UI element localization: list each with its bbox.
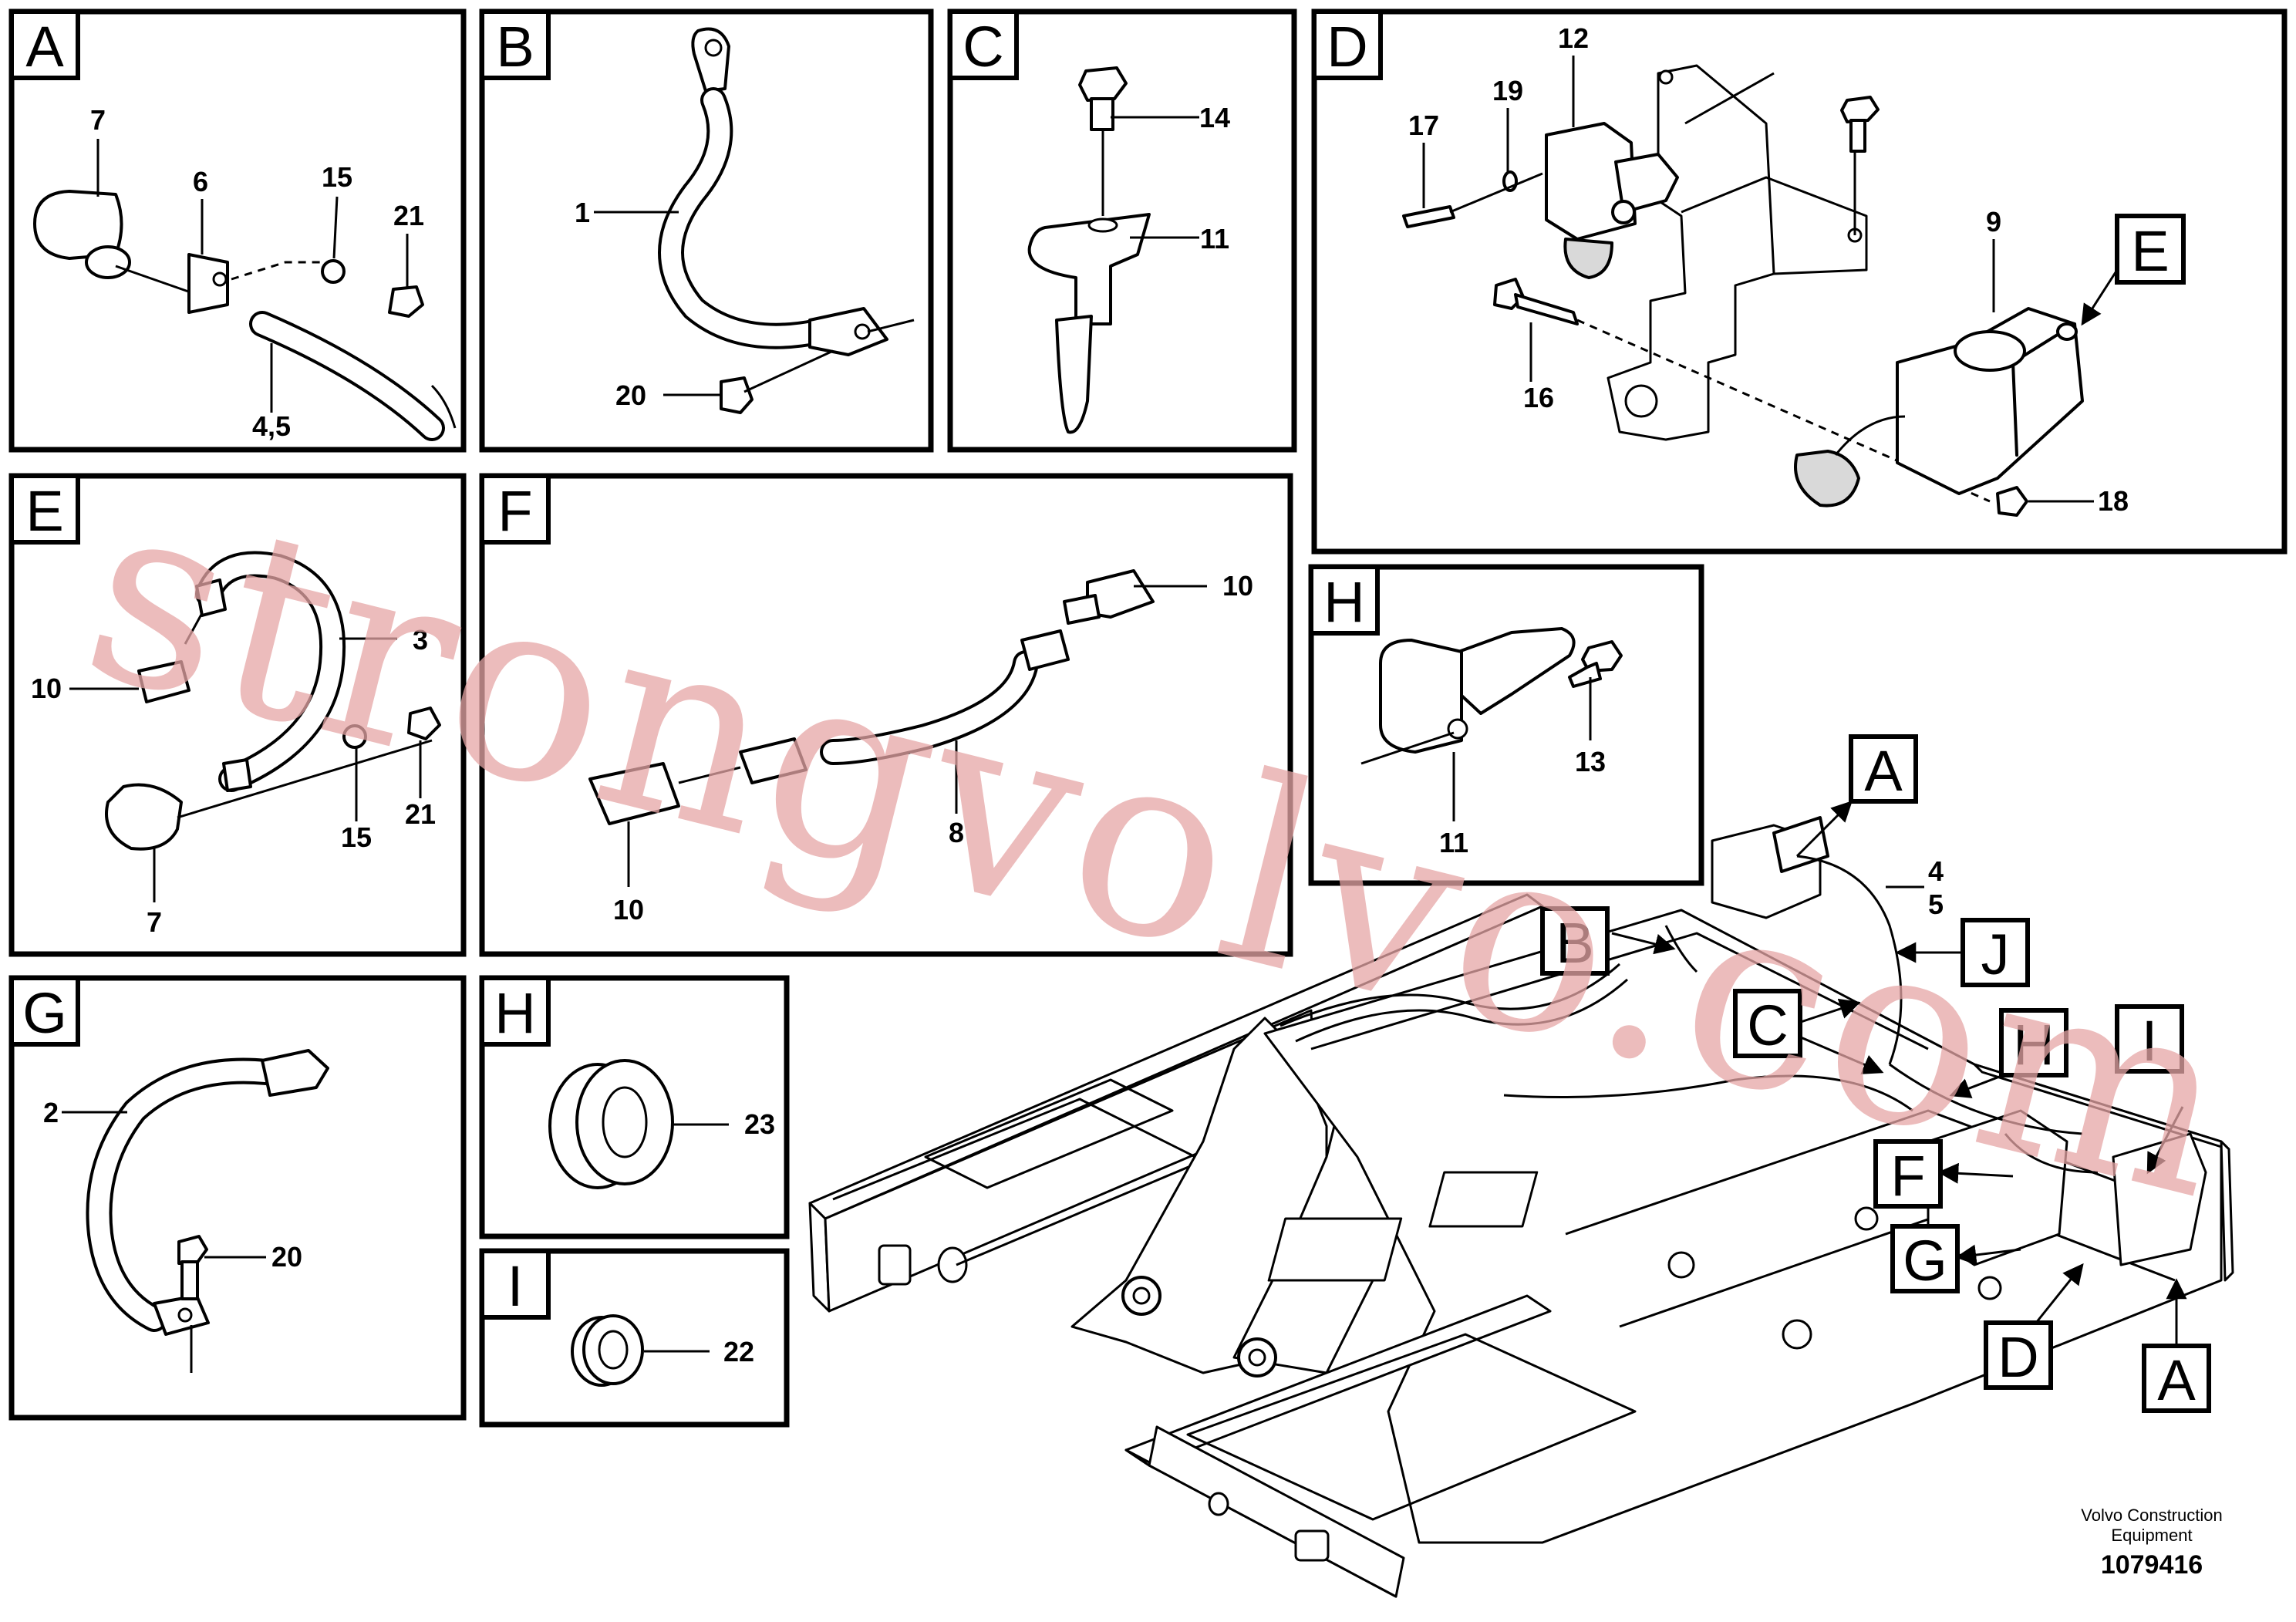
overview-callout-5: 5	[1928, 889, 1944, 920]
panel-g: G 2 20	[8, 975, 467, 1421]
panel-i: I 22	[479, 1248, 790, 1428]
overview-callout-4: 4	[1928, 855, 1944, 887]
panel-h-upper: H 11 13	[1308, 564, 1704, 886]
panel-e-letter: E	[25, 479, 63, 543]
callout-12: 12	[1558, 22, 1589, 54]
overview-label-j: J	[1981, 922, 2010, 986]
callout-21: 21	[405, 798, 436, 830]
callout-21: 21	[393, 200, 424, 231]
callout-8: 8	[949, 817, 964, 848]
overview-label-b: B	[1556, 911, 1593, 975]
panel-a: A 7 6 15 21 4,5	[8, 8, 467, 453]
overview-label-d: D	[1998, 1325, 2038, 1389]
callout-11: 11	[1439, 827, 1468, 858]
callout-22: 22	[723, 1336, 754, 1367]
callout-17: 17	[1408, 110, 1439, 141]
callout-10: 10	[31, 673, 62, 704]
callout-4-5: 4,5	[252, 410, 291, 442]
callout-11: 11	[1200, 223, 1229, 255]
callout-10-bottom: 10	[613, 894, 644, 926]
overview-assembly: A B C J H I F G D A 4 5	[808, 734, 2234, 1598]
panel-a-letter: A	[25, 15, 64, 79]
footer-company-line2: Equipment	[2111, 1526, 2192, 1545]
panel-h-lower: H 23	[479, 975, 790, 1239]
panel-i-letter: I	[507, 1254, 524, 1318]
callout-13: 13	[1575, 746, 1606, 777]
callout-15: 15	[341, 821, 372, 853]
callout-9: 9	[1986, 206, 2001, 238]
callout-7: 7	[90, 104, 106, 136]
panel-e: E 3 10 15 21 7	[8, 473, 467, 957]
overview-label-a-bottom: A	[2157, 1348, 2196, 1412]
overview-label-c: C	[1747, 993, 1788, 1057]
overview-label-i: I	[2142, 1009, 2158, 1073]
panel-f: F 10 8 10	[479, 473, 1293, 957]
callout-2: 2	[43, 1097, 59, 1128]
callout-6: 6	[193, 166, 208, 197]
panel-c-letter: C	[963, 15, 1003, 79]
overview-label-g: G	[1903, 1229, 1947, 1293]
footer: Volvo Construction Equipment 1079416	[2081, 1506, 2222, 1580]
panel-b: B 1 20	[479, 8, 934, 453]
panel-d-letter: D	[1327, 15, 1367, 79]
callout-20: 20	[615, 379, 646, 411]
callout-15: 15	[322, 161, 352, 193]
footer-company-line1: Volvo Construction	[2081, 1506, 2222, 1525]
overview-label-h: H	[2013, 1013, 2054, 1077]
panel-b-letter: B	[496, 15, 534, 79]
callout-18: 18	[2098, 485, 2129, 517]
panel-h-lower-letter: H	[494, 981, 535, 1045]
callout-20: 20	[271, 1241, 302, 1273]
callout-3: 3	[413, 624, 428, 656]
callout-14: 14	[1199, 102, 1230, 133]
panel-g-letter: G	[22, 981, 67, 1045]
panel-h-upper-letter: H	[1323, 570, 1364, 634]
callout-7: 7	[147, 906, 162, 938]
ref-box-e: E	[2131, 219, 2169, 283]
callout-1: 1	[575, 197, 590, 228]
panel-c: C 14 11	[947, 8, 1297, 453]
callout-19: 19	[1492, 75, 1523, 106]
overview-label-a-top: A	[1864, 739, 1903, 803]
panel-d: D	[1311, 8, 2288, 555]
overview-label-f: F	[1890, 1144, 1925, 1208]
panel-f-letter: F	[497, 479, 532, 543]
drawing-number: 1079416	[2101, 1550, 2203, 1580]
callout-10-top: 10	[1222, 570, 1253, 602]
callout-23: 23	[744, 1108, 775, 1140]
callout-16: 16	[1523, 382, 1554, 413]
